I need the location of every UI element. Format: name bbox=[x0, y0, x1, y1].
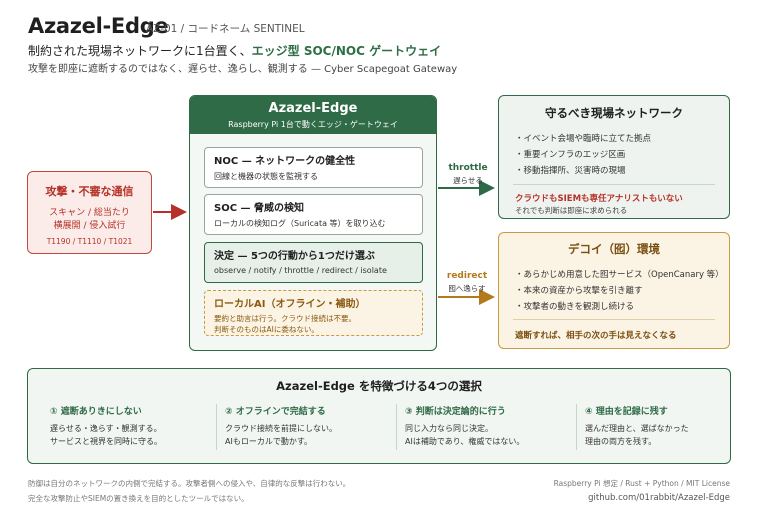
attack-line1: スキャン / 総当たり bbox=[49, 208, 130, 218]
tagline-emphasis: エッジ型 SOC/NOC ゲートウェイ bbox=[251, 44, 442, 58]
divider bbox=[513, 184, 715, 185]
footer-note-2: 完全な攻撃防止やSIEMの置き換えを目的としたツールではない。 bbox=[28, 494, 249, 503]
feature-item: ③ 判断は決定論的に行う 同じ入力なら同じ決定。 AIは補助であり、権威ではない… bbox=[396, 404, 561, 450]
feature-item: ① 遮断ありきにしない 遅らせる・逸らす・観測する。 サービスと視界を同時に守る… bbox=[42, 404, 207, 450]
codename-label: AZ-01 / コードネーム SENTINEL bbox=[146, 23, 305, 35]
noc-title: NOC — ネットワークの健全性 bbox=[214, 156, 356, 167]
divider bbox=[513, 319, 715, 320]
throttle-subtext: 遅らせる bbox=[453, 176, 483, 185]
protected-warning-sub: それでも判断は即座に求められる bbox=[515, 206, 628, 215]
protected-network-box: 守るべき現場ネットワーク ・イベント会場や臨時に立てた拠点 ・重要インフラのエッ… bbox=[498, 95, 730, 219]
features-panel: Azazel-Edge を特徴づける4つの選択 ① 遮断ありきにしない 遅らせる… bbox=[27, 368, 731, 464]
noc-desc: 回線と機器の状態を監視する bbox=[214, 172, 318, 181]
local-ai-title: ローカルAI（オフライン・補助） bbox=[214, 299, 366, 310]
feature-desc1: 同じ入力なら同じ決定。 bbox=[405, 424, 493, 433]
soc-title: SOC — 脅威の検知 bbox=[214, 203, 305, 214]
throttle-text: throttle bbox=[448, 163, 488, 173]
feature-desc2: AIもローカルで動かす。 bbox=[225, 437, 313, 446]
local-ai-card: ローカルAI（オフライン・補助） 要約と助言は行う。クラウド接続は不要。 判断そ… bbox=[204, 290, 423, 336]
page-title: Azazel-Edge bbox=[28, 14, 169, 38]
protected-list: ・イベント会場や臨時に立てた拠点 ・重要インフラのエッジ区画 ・移動指揮所、災害… bbox=[515, 131, 729, 179]
decision-title: 決定 — 5つの行動から1つだけ選ぶ bbox=[214, 251, 375, 262]
decoy-box: デコイ（囮）環境 ・あらかじめ用意した囮サービス（OpenCanary 等） ・… bbox=[498, 232, 730, 349]
list-item: ・重要インフラのエッジ区画 bbox=[515, 150, 626, 160]
attack-line2: 横展開 / 侵入試行 bbox=[53, 221, 126, 231]
decoy-title: デコイ（囮）環境 bbox=[568, 242, 660, 256]
noc-card: NOC — ネットワークの健全性 回線と機器の状態を監視する bbox=[204, 147, 423, 188]
feature-title: ② オフラインで完結する bbox=[225, 407, 326, 417]
gateway-subtitle: Raspberry Pi 1台で動くエッジ・ゲートウェイ bbox=[228, 120, 398, 129]
protected-warning: クラウドもSIEMも専任アナリストもいない bbox=[515, 194, 683, 204]
decoy-note: 遮断すれば、相手の次の手は見えなくなる bbox=[515, 331, 677, 341]
tagline: 制約された現場ネットワークに1台置く、エッジ型 SOC/NOC ゲートウェイ bbox=[28, 42, 441, 59]
feature-desc2: AIは補助であり、権威ではない。 bbox=[405, 437, 525, 446]
feature-title: ① 遮断ありきにしない bbox=[50, 407, 142, 417]
subtitle: 攻撃を即座に遮断するのではなく、遅らせ、逸らし、観測する — Cyber Sca… bbox=[28, 64, 458, 75]
feature-title: ③ 判断は決定論的に行う bbox=[405, 407, 506, 417]
list-item: ・移動指揮所、災害時の現場 bbox=[515, 166, 626, 176]
local-ai-desc1: 要約と助言は行う。クラウド接続は不要。 bbox=[214, 314, 357, 323]
feature-desc1: 遅らせる・逸らす・観測する。 bbox=[50, 424, 162, 433]
throttle-label: throttle 遅らせる bbox=[446, 163, 490, 186]
repo-link[interactable]: github.com/01rabbit/Azazel-Edge bbox=[588, 493, 730, 503]
decision-card: 決定 — 5つの行動から1つだけ選ぶ observe / notify / th… bbox=[204, 242, 423, 283]
feature-title: ④ 理由を記録に残す bbox=[585, 407, 668, 417]
soc-desc: ローカルの検知ログ（Suricata 等）を取り込む bbox=[214, 219, 386, 228]
gateway-box: Azazel-Edge Raspberry Pi 1台で動くエッジ・ゲートウェイ… bbox=[189, 95, 437, 351]
tagline-text: 制約された現場ネットワークに1台置く、 bbox=[28, 44, 252, 58]
redirect-subtext: 囮へ逸らす bbox=[448, 284, 486, 293]
gateway-header: Azazel-Edge Raspberry Pi 1台で動くエッジ・ゲートウェイ bbox=[190, 96, 436, 134]
soc-card: SOC — 脅威の検知 ローカルの検知ログ（Suricata 等）を取り込む bbox=[204, 194, 423, 235]
attack-box: 攻撃・不審な通信 スキャン / 総当たり 横展開 / 侵入試行 T1190 / … bbox=[27, 171, 152, 254]
footer-note-1: 防御は自分のネットワークの内側で完結する。攻撃者側への侵入や、自律的な反撃は行わ… bbox=[28, 479, 351, 488]
redirect-label: redirect 囮へ逸らす bbox=[442, 271, 492, 294]
protected-title: 守るべき現場ネットワーク bbox=[545, 106, 683, 120]
list-item: ・攻撃者の動きを観測し続ける bbox=[515, 302, 635, 312]
decoy-list: ・あらかじめ用意した囮サービス（OpenCanary 等） ・本来の資産から攻撃… bbox=[515, 267, 729, 315]
redirect-text: redirect bbox=[446, 271, 488, 281]
list-item: ・イベント会場や臨時に立てた拠点 bbox=[515, 134, 652, 144]
feature-desc2: 理由の両方を残す。 bbox=[585, 437, 657, 446]
feature-item: ④ 理由を記録に残す 選んだ理由と、選ばなかった 理由の両方を残す。 bbox=[576, 404, 741, 450]
feature-desc2: サービスと視界を同時に守る。 bbox=[50, 437, 162, 446]
feature-desc1: クラウド接続を前提にしない。 bbox=[225, 424, 337, 433]
list-item: ・あらかじめ用意した囮サービス（OpenCanary 等） bbox=[515, 270, 724, 280]
gateway-title: Azazel-Edge bbox=[268, 101, 358, 116]
footer-tech: Raspberry Pi 想定 / Rust + Python / MIT Li… bbox=[553, 479, 730, 488]
attack-title: 攻撃・不審な通信 bbox=[45, 185, 134, 198]
list-item: ・本来の資産から攻撃を引き離す bbox=[515, 286, 643, 296]
local-ai-desc2: 判断そのものはAIに委ねない。 bbox=[214, 325, 319, 334]
features-heading: Azazel-Edge を特徴づける4つの選択 bbox=[276, 379, 482, 393]
feature-desc1: 選んだ理由と、選ばなかった bbox=[585, 424, 689, 433]
decision-desc: observe / notify / throttle / redirect /… bbox=[214, 266, 387, 275]
attack-codes: T1190 / T1110 / T1021 bbox=[46, 237, 133, 246]
feature-item: ② オフラインで完結する クラウド接続を前提にしない。 AIもローカルで動かす。 bbox=[216, 404, 381, 450]
